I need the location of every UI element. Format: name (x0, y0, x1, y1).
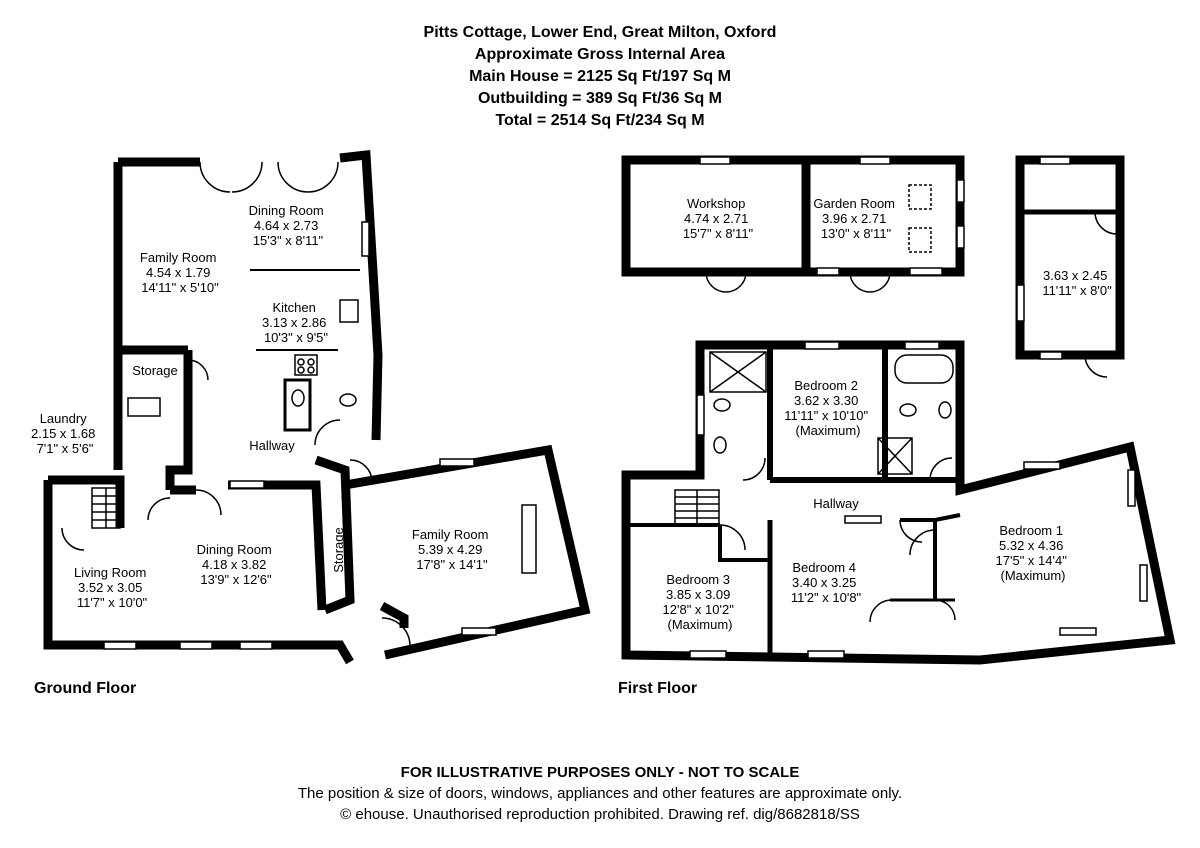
copyright-note: © ehouse. Unauthorised reproduction proh… (340, 806, 860, 823)
ff-bedroom-2-label: Bedroom 2 3.62 x 3.30 11'11" x 10'10" (M… (784, 378, 871, 438)
ff-bedroom-1-label: Bedroom 1 5.32 x 4.36 17'5" x 14'4" (Max… (996, 523, 1071, 583)
outbuilding-area: Outbuilding = 389 Sq Ft/36 Sq M (477, 90, 723, 107)
total-area: Total = 2514 Sq Ft/234 Sq M (495, 112, 705, 129)
plan-header: Pitts Cottage, Lower End, Great Milton, … (0, 22, 1200, 132)
ff-hallway-label: Hallway (813, 496, 859, 511)
approximation-note: The position & size of doors, windows, a… (297, 785, 903, 802)
gf-dining-room-2-label: Dining Room 4.18 x 3.82 13'9" x 12'6" (197, 542, 276, 587)
ff-bedroom-3-label: Bedroom 3 3.85 x 3.09 12'8" x 10'2" (Max… (663, 572, 738, 632)
outbuilding-walls (621, 155, 965, 277)
ff-outer-walls (621, 340, 1176, 665)
store-walls (1015, 155, 1125, 360)
gf-family-room-1-label: Family Room 4.54 x 1.79 14'11" x 5'10" (140, 250, 220, 295)
ob-workshop-label: Workshop 4.74 x 2.71 15'7" x 8'11" (683, 196, 754, 241)
disclaimer: FOR ILLUSTRATIVE PURPOSES ONLY - NOT TO … (400, 764, 800, 781)
ob-garden-room-label: Garden Room 3.96 x 2.71 13'0" x 8'11" (813, 196, 898, 241)
ff-staircase (674, 489, 720, 526)
ff-bedroom-4-label: Bedroom 4 3.40 x 3.25 11'2" x 10'8" (791, 560, 862, 605)
gf-kitchen-label: Kitchen 3.13 x 2.86 10'3" x 9'5" (262, 300, 330, 345)
gf-laundry-label: Laundry 2.15 x 1.68 7'1" x 5'6" (31, 411, 99, 456)
ground-floor-label: Ground Floor (34, 680, 137, 697)
first-floor-label: First Floor (618, 680, 698, 697)
ob-store-label: 3.63 x 2.45 11'11" x 8'0" (1042, 268, 1112, 298)
area-title: Approximate Gross Internal Area (474, 46, 726, 63)
property-address: Pitts Cottage, Lower End, Great Milton, … (423, 24, 777, 41)
gf-storage-2-label: Storage (331, 527, 346, 573)
main-house-area: Main House = 2125 Sq Ft/197 Sq M (469, 68, 731, 85)
gf-living-room-label: Living Room 3.52 x 3.05 11'7" x 10'0" (74, 565, 150, 610)
gf-staircase (91, 487, 121, 529)
plan-footer: FOR ILLUSTRATIVE PURPOSES ONLY - NOT TO … (0, 762, 1200, 825)
gf-family-room-2-label: Family Room 5.39 x 4.29 17'8" x 14'1" (412, 527, 492, 572)
gf-dining-room-1-label: Dining Room 4.64 x 2.73 15'3" x 8'11" (249, 203, 328, 248)
gf-storage-1-label: Storage (132, 363, 178, 378)
gf-hallway-label: Hallway (249, 438, 295, 453)
